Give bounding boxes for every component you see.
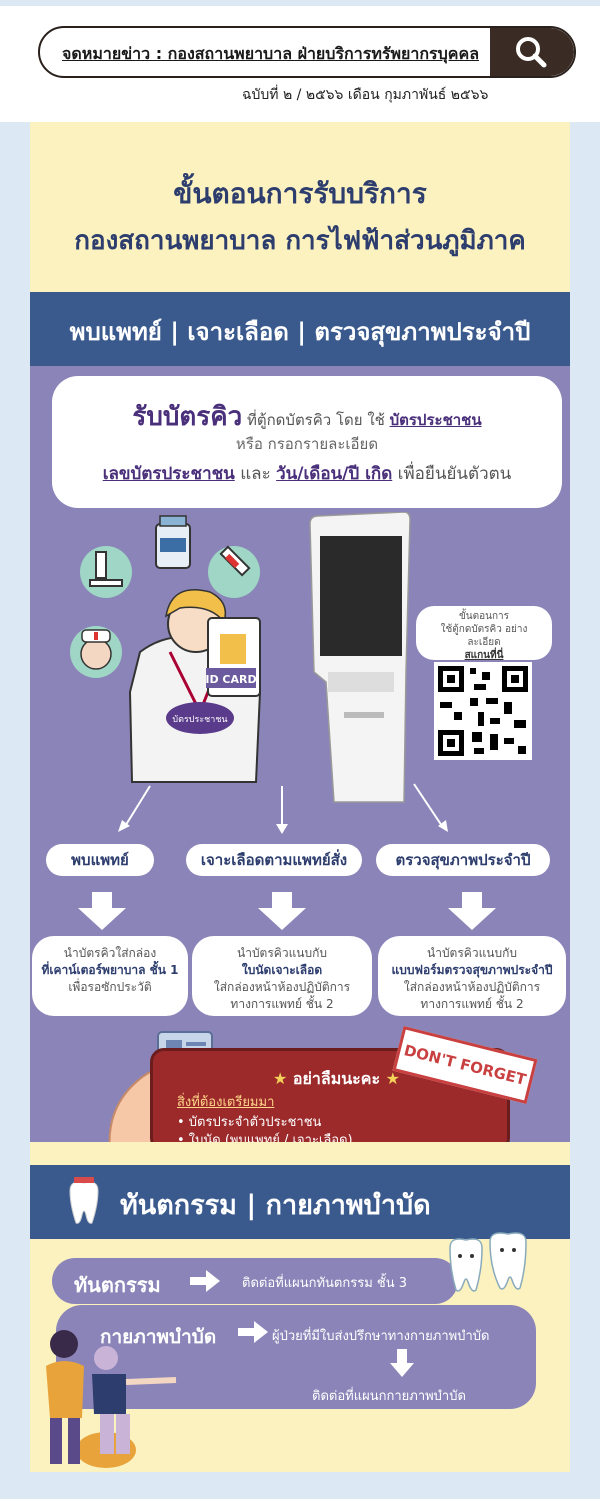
qr-scan-label: สแกนที่นี่ [464, 650, 504, 661]
top-strip [0, 0, 600, 6]
arrow-icon [276, 786, 288, 834]
instruction-strong: ใบนัดเจาะเลือด [241, 963, 323, 977]
search-text[interactable]: จดหมายข่าว : กองสถานพยาบาล ฝ่ายบริการทรั… [62, 44, 480, 63]
queue-and: และ [234, 464, 277, 484]
physiotherapy-illustration [46, 1330, 177, 1468]
queue-idnum: เลขบัตรประชาชน [102, 464, 235, 484]
physio-info: ติดต่อที่แผนกกายภาพบำบัด [312, 1389, 466, 1404]
id-card-text: ID CARD [205, 673, 256, 686]
down-arrow-icon [258, 892, 306, 930]
badge-text: บัตรประชาชน [172, 715, 227, 725]
poster-title: ขั้นตอนการรับบริการ [173, 177, 427, 210]
queue-line2: หรือ กรอกรายละเอียด [235, 435, 379, 453]
queue-text-a: ที่ตู้กดบัตรคิว โดย ใช้ [242, 411, 390, 429]
arrow-icon [413, 783, 448, 832]
qr-line3: ละเอียด [467, 637, 501, 648]
down-arrows [78, 892, 496, 930]
step-instruction: นำบัตรคิวแนบกับ ใบนัดเจาะเลือด ใส่กล่องห… [192, 936, 372, 1016]
qr-code[interactable] [434, 662, 532, 760]
reminder-title: ★ อย่าลืมนะคะ ★ [273, 1067, 400, 1092]
qr-line1: ขั้นตอนการ [458, 611, 510, 622]
down-arrow-icon [78, 892, 126, 930]
instruction-line: นำบัตรคิวแนบกับ [427, 946, 517, 960]
queue-strong: รับบัตรคิว [132, 402, 243, 432]
flow-arrows [118, 783, 448, 834]
header-area: จดหมายข่าว : กองสถานพยาบาล ฝ่ายบริการทรั… [0, 0, 600, 122]
reminder-title-text: อย่าลืมนะคะ [292, 1069, 381, 1088]
step-instruction: นำบัตรคิวแนบกับ แบบฟอร์มตรวจสุขภาพประจำป… [378, 936, 566, 1016]
instruction-strong: ที่เคาน์เตอร์พยาบาล ชั้น 1 [41, 963, 179, 977]
down-arrow-icon [448, 892, 496, 930]
section-title-medical: พบแพทย์ | เจาะเลือด | ตรวจสุขภาพประจำปี [69, 318, 531, 346]
queue-dob: วัน/เดือน/ปี เกิด [276, 464, 393, 484]
instruction-line: ใส่กล่องหน้าห้องปฏิบัติการ [213, 980, 351, 994]
step-label: พบแพทย์ [46, 844, 154, 876]
star-icon: ★ [380, 1069, 400, 1088]
qr-bubble: ขั้นตอนการ ใช้ตู้กดบัตรคิว อย่าง ละเอียด… [416, 606, 552, 661]
dental-info: ติดต่อที่แผนกทันตกรรม ชั้น 3 [242, 1276, 408, 1291]
instruction-line: นำบัตรคิวใส่กล่อง [63, 946, 157, 960]
search-button[interactable] [490, 28, 574, 76]
queue-line3: เลขบัตรประชาชน และ วัน/เดือน/ปี เกิด เพื… [52, 460, 562, 487]
qr-line2: ใช้ตู้กดบัตรคิว อย่าง [440, 624, 528, 635]
reminder-item: • บัตรประจำตัวประชาชน [177, 1115, 322, 1130]
teeth-characters-icon [449, 1232, 527, 1292]
poster-subtitle: กองสถานพยาบาล การไฟฟ้าส่วนภูมิภาค [74, 226, 526, 256]
syringe-icon [219, 545, 251, 577]
queue-line1: รับบัตรคิว ที่ตู้กดบัตรคิว โดย ใช้ บัตรป… [52, 396, 562, 437]
step-instruction: นำบัตรคิวใส่กล่อง ที่เคาน์เตอร์พยาบาล ชั… [32, 936, 188, 1016]
queue-verify: เพื่อยืนยันตัวตน [392, 464, 512, 484]
instruction-strong: แบบฟอร์มตรวจสุขภาพประจำปี [391, 963, 553, 977]
section-band-dental: ทันตกรรม | กายภาพบำบัด [30, 1165, 570, 1239]
queue-card: รับบัตรคิว ที่ตู้กดบัตรคิว โดย ใช้ บัตรป… [52, 376, 562, 508]
step-label: เจาะเลือดตามแพทย์สั่ง [186, 844, 362, 876]
tooth-icon [69, 1177, 99, 1224]
nurse-icon [80, 629, 112, 670]
medicine-bottle-icon [155, 515, 191, 569]
physio-label: กายภาพบำบัด [100, 1326, 217, 1348]
instruction-line: แบบฟอร์มตรวจสุขภาพประจำปี [378, 962, 566, 979]
instruction-line: นำบัตรคิวแนบกับ [237, 946, 327, 960]
queue-idcard: บัตรประชาชน [389, 411, 482, 429]
instruction-line: เพื่อรอซักประวัติ [68, 980, 152, 994]
physio-info: ผู้ป่วยที่มีใบส่งปรึกษาทางกายภาพบำบัด [272, 1329, 490, 1344]
search-bar[interactable]: จดหมายข่าว : กองสถานพยาบาล ฝ่ายบริการทรั… [38, 26, 576, 78]
dental-label: ทันตกรรม [74, 1273, 161, 1297]
section-title-dental: ทันตกรรม | กายภาพบำบัด [120, 1190, 431, 1221]
arrow-icon [118, 785, 151, 832]
reminder-subtitle: สิ่งที่ต้องเตรียมมา [177, 1095, 275, 1110]
microscope-icon [89, 551, 123, 587]
issue-label: ฉบับที่ ๒ / ๒๕๖๖ เดือน กุมภาพันธ์ ๒๕๖๖ [242, 87, 489, 103]
step-label: ตรวจสุขภาพประจำปี [376, 844, 550, 876]
section-band-medical: พบแพทย์ | เจาะเลือด | ตรวจสุขภาพประจำปี [30, 292, 570, 366]
star-icon: ★ [273, 1069, 293, 1088]
physio-row: กายภาพบำบัด ผู้ป่วยที่มีใบส่งปรึกษาทางกา… [56, 1305, 536, 1409]
down-arrow-icon [390, 1349, 414, 1377]
queue-kiosk-image [309, 512, 411, 803]
instruction-line: ทางการแพทย์ ชั้น 2 [230, 997, 334, 1011]
search-icon [516, 37, 547, 68]
arrow-right-icon [238, 1321, 268, 1343]
instruction-line: ที่เคาน์เตอร์พยาบาล ชั้น 1 [32, 962, 188, 979]
doctor-illustration: ID CARD บัตรประชาชน [70, 515, 262, 783]
dental-row: ทันตกรรม ติดต่อที่แผนกทันตกรรม ชั้น 3 [52, 1258, 458, 1304]
instruction-line: ใบนัดเจาะเลือด [192, 962, 372, 979]
instruction-line: ทางการแพทย์ ชั้น 2 [420, 997, 524, 1011]
instruction-line: ใส่กล่องหน้าห้องปฏิบัติการ [403, 980, 541, 994]
arrow-right-icon [190, 1270, 220, 1292]
